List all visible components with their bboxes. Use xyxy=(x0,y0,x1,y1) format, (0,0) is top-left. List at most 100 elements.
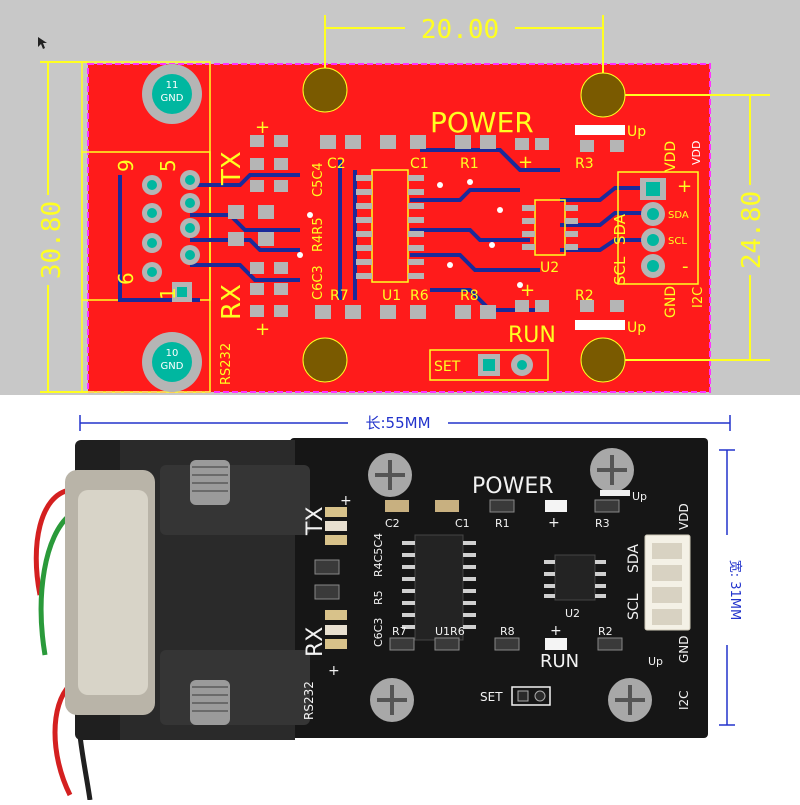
mount-hole-top-right xyxy=(580,72,626,118)
u1-chip xyxy=(414,534,464,641)
u2-chip xyxy=(554,554,596,601)
dimension-left-label: 30.80 xyxy=(37,201,67,279)
pcb-layout-drawing: 20.00 30.80 24.80 11 GND 10 GND xyxy=(32,15,770,393)
silk-vdd-white: VDD xyxy=(690,141,703,165)
mount-label-bottom-left-num: 10 xyxy=(166,348,179,359)
smd-pads xyxy=(228,125,625,330)
mount-hole-top-mid xyxy=(302,67,348,113)
silk-header-minus: - xyxy=(682,256,689,277)
mount-label-top-left-num: 11 xyxy=(166,80,179,91)
silk-r6: R6 xyxy=(410,288,429,304)
u1-chip-pins xyxy=(402,541,476,629)
dim-right-bg xyxy=(738,185,766,275)
db9-latch-bottom xyxy=(160,650,310,725)
silk-r8: R8 xyxy=(460,288,479,304)
photo-silk-r8: R8 xyxy=(500,625,515,638)
photo-silk-c2: C2 xyxy=(385,517,400,530)
silk-c1: C1 xyxy=(410,156,429,172)
dim-top-bg xyxy=(405,16,515,42)
photo-silk-i2c: I2C xyxy=(677,690,691,710)
silk-plus-led: + xyxy=(518,152,533,173)
photo-silk-plus-rx: + xyxy=(328,663,340,679)
mounting-screws xyxy=(368,448,652,722)
set-jumper-outline xyxy=(429,349,549,381)
photo-silk-r4c5c4: R4C5C4 xyxy=(372,533,385,577)
silk-header-scl: SCL xyxy=(668,236,687,247)
photo-silk-up-top: Up xyxy=(632,490,647,503)
silk-vdd: VDD xyxy=(663,141,679,172)
width-label: 宽: 31MM xyxy=(727,560,743,621)
photo-silk-tx: TX xyxy=(303,506,328,536)
silk-power: POWER xyxy=(430,106,534,139)
photo-silk-power: POWER xyxy=(472,474,554,499)
photo-silk-r3: R3 xyxy=(595,517,610,530)
u1-pins xyxy=(356,175,424,279)
board-photo-drawing: 长:55MM 宽: 31MM xyxy=(33,412,743,801)
silk-set: SET xyxy=(434,359,461,375)
photo-silk-gnd: GND xyxy=(677,635,691,663)
silk-u2: U2 xyxy=(540,260,559,276)
photo-silk-u2: U2 xyxy=(565,607,580,620)
silk-sda: SDA xyxy=(611,213,629,245)
db9-pads xyxy=(142,170,200,302)
photo-silk-sda: SDA xyxy=(626,544,642,573)
silk-c2: C2 xyxy=(327,156,346,172)
silk-c6c3: C6C3 xyxy=(311,265,326,300)
mount-label-top-left-net: GND xyxy=(161,93,184,104)
photo-silk-u1r6: U1R6 xyxy=(435,625,465,638)
silk-plus-rx: + xyxy=(255,319,270,340)
photo-silk-rx: RX xyxy=(303,627,328,657)
u2-outline xyxy=(534,199,566,256)
pin-label-9: 9 xyxy=(114,159,138,172)
silk-tx: TX xyxy=(217,151,247,186)
silk-run: RUN xyxy=(508,323,556,348)
silk-header-sda: SDA xyxy=(668,210,689,221)
silk-i2c: I2C xyxy=(691,287,706,308)
u2-pins xyxy=(522,205,578,250)
silk-gnd: GND xyxy=(663,286,679,318)
photo-silk-r1: R1 xyxy=(495,517,510,530)
dim-left-bg xyxy=(32,195,62,285)
pcb-layout-panel: 20.00 30.80 24.80 11 GND 10 GND xyxy=(0,0,800,395)
silk-plus-run: + xyxy=(520,280,535,301)
silk-c5c4: C5C4 xyxy=(311,162,326,197)
silk-r3: R3 xyxy=(575,156,594,172)
photo-silk-c1: C1 xyxy=(455,517,470,530)
mount-hole-bottom-right xyxy=(580,337,626,383)
silk-rs232: RS232 xyxy=(219,343,234,385)
silk-up-bottom: Up xyxy=(627,320,646,336)
silk-u1: U1 xyxy=(382,288,401,304)
silk-up-top: Up xyxy=(627,124,646,140)
dimension-right-label: 24.80 xyxy=(737,191,767,269)
photo-silk-rs232: RS232 xyxy=(302,681,316,720)
silk-plus-tx: + xyxy=(255,117,270,138)
photo-silk-plus-tx: + xyxy=(340,493,352,509)
u1-outline xyxy=(371,169,409,283)
board-photo-panel: 长:55MM 宽: 31MM xyxy=(0,395,800,801)
vias xyxy=(297,179,523,288)
silk-scl: SCL xyxy=(611,256,629,285)
photo-board xyxy=(290,438,708,738)
photo-silk-scl: SCL xyxy=(626,593,642,620)
pin-label-6: 6 xyxy=(114,272,138,285)
photo-smd-parts xyxy=(314,490,630,651)
silk-rx: RX xyxy=(217,284,247,320)
photo-set-jumper xyxy=(511,686,551,706)
photo-silk-plus-run: + xyxy=(550,623,562,639)
db9-latch-top xyxy=(160,465,310,535)
mount-hole-bottom-mid xyxy=(302,337,348,383)
silk-r2: R2 xyxy=(575,288,594,304)
photo-silk-set: SET xyxy=(480,690,503,704)
photo-silk-plus-led: + xyxy=(548,515,560,531)
photo-silk-up-bottom: Up xyxy=(648,655,663,668)
photo-silk-vdd: VDD xyxy=(677,503,691,530)
photo-silk-r5: R5 xyxy=(372,590,385,605)
silk-r1: R1 xyxy=(460,156,479,172)
copper-traces xyxy=(118,148,655,312)
photo-silk-r2: R2 xyxy=(598,625,613,638)
board-outline xyxy=(87,63,711,393)
u2-chip-pins xyxy=(544,560,606,598)
pin-label-5: 5 xyxy=(156,159,180,172)
silk-header-plus: + xyxy=(677,176,692,197)
photo-silk-run: RUN xyxy=(540,651,579,672)
